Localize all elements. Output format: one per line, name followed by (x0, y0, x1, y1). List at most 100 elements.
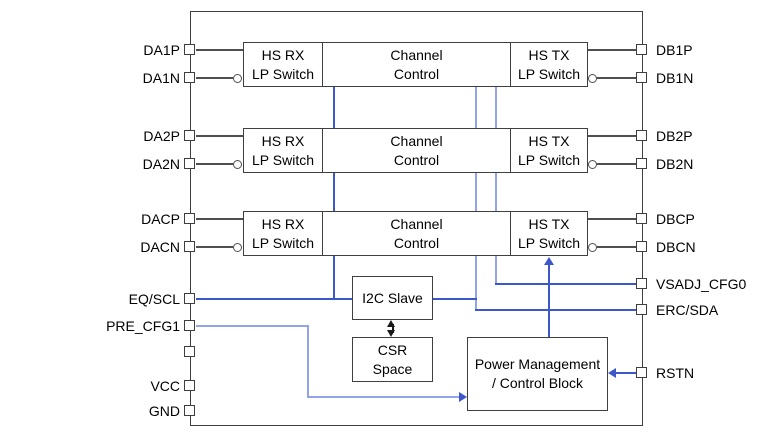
inversion-bubble-da1n (233, 73, 242, 83)
hs-tx-block-3: HS TX LP Switch (510, 211, 588, 256)
block-label: HS RX (261, 132, 305, 149)
pin-label-dbcp: DBCP (656, 211, 695, 227)
pin-db1p (636, 44, 647, 55)
pin-label-db2p: DB2P (656, 128, 693, 144)
inversion-bubble-dbcn (588, 242, 597, 252)
wire-scl-bus-seg2 (333, 173, 335, 211)
block-label: HS TX (528, 46, 570, 63)
i2c-slave-block: I2C Slave (352, 276, 433, 320)
pin-da1p (184, 44, 195, 55)
pin-label-dbcn: DBCN (656, 239, 696, 255)
pin-label-erc-sda: ERC/SDA (656, 302, 719, 318)
wire-vsadj-bus-seg3 (495, 256, 497, 285)
inversion-bubble-da2n (233, 159, 242, 169)
wire-da1p (196, 49, 243, 51)
wire-pre-cfg1-v (307, 325, 309, 397)
block-label: LP Switch (252, 234, 314, 251)
block-label: CSR (377, 341, 408, 358)
block-label: LP Switch (518, 234, 580, 251)
block-label: Space (372, 360, 413, 377)
hs-rx-block-1: HS RX LP Switch (243, 42, 323, 87)
pin-label-da2n: DA2N (142, 156, 180, 172)
pin-label-dacp: DACP (141, 211, 180, 227)
pin-label-db1n: DB1N (656, 70, 694, 86)
channel-control-block-1: Channel Control (322, 42, 511, 87)
pin-dbcn (636, 241, 647, 252)
inversion-bubble-dacn (233, 242, 242, 252)
wire-db1p (588, 49, 636, 51)
wire-pre-cfg1-h1 (196, 325, 309, 327)
arrowhead-into-i2c (387, 320, 395, 327)
pin-da1n (184, 72, 195, 83)
pin-label-dacn: DACN (140, 239, 180, 255)
wire-erc-sda (475, 309, 636, 311)
pin-label-pre-cfg1: PRE_CFG1 (106, 318, 180, 334)
pin-db2n (636, 158, 647, 169)
arrowhead-into-pm-left (459, 392, 467, 402)
block-label: / Control Block (491, 375, 584, 391)
wire-scl-bus-seg1 (333, 87, 335, 128)
arrowhead-into-pm-right (608, 368, 616, 378)
wire-da2n (196, 163, 233, 165)
arrowhead-into-hstx (544, 257, 554, 265)
pin-label-db1p: DB1P (656, 42, 693, 58)
pin-label-vsadj-cfg0: VSADJ_CFG0 (656, 276, 747, 292)
wire-sda-bus-seg1 (475, 87, 477, 128)
wire-eq-scl (196, 298, 352, 300)
wire-dbcn (597, 246, 636, 248)
block-label: HS RX (261, 215, 305, 232)
pin-label-vcc: VCC (150, 378, 180, 394)
pin-vcc (184, 380, 195, 391)
block-label: LP Switch (252, 65, 314, 82)
block-label: Power Management (474, 356, 601, 372)
pin-dbcp (636, 213, 647, 224)
block-label: Channel (390, 46, 443, 63)
pin-unlabeled (184, 346, 195, 357)
pin-vsadj-cfg0 (636, 278, 647, 289)
pin-da2n (184, 158, 195, 169)
wire-vsadj-cfg0 (495, 283, 636, 285)
inversion-bubble-db2n (588, 159, 597, 169)
pin-label-db2n: DB2N (656, 156, 694, 172)
pin-label-da2p: DA2P (143, 128, 180, 144)
wire-sda-bus-seg2 (475, 173, 477, 211)
pin-label-da1p: DA1P (143, 42, 180, 58)
pin-label-gnd: GND (148, 403, 180, 419)
wire-vsadj-bus-seg2 (495, 173, 497, 211)
channel-control-block-2: Channel Control (322, 128, 511, 173)
wire-scl-bus-seg3 (333, 256, 335, 300)
pin-erc-sda (636, 304, 647, 315)
block-label: LP Switch (252, 151, 314, 168)
hs-tx-block-1: HS TX LP Switch (510, 42, 588, 87)
block-label: I2C Slave (362, 289, 423, 306)
block-label: HS RX (261, 46, 305, 63)
power-management-block: Power Management / Control Block (467, 337, 608, 411)
wire-da2p (196, 135, 243, 137)
block-label: HS TX (528, 215, 570, 232)
pin-label-eq-scl: EQ/SCL (128, 291, 180, 307)
wire-db2p (588, 135, 636, 137)
block-label: Control (393, 234, 440, 251)
wire-dbcp (588, 218, 636, 220)
block-label: Control (393, 65, 440, 82)
wire-vsadj-bus-seg1 (495, 87, 497, 128)
wire-i2c-to-sda-bus (433, 298, 477, 300)
wire-i2c-csr (391, 324, 394, 333)
hs-rx-block-3: HS RX LP Switch (243, 211, 323, 256)
pin-da2p (184, 130, 195, 141)
channel-control-block-3: Channel Control (322, 211, 511, 256)
block-label: LP Switch (518, 151, 580, 168)
block-label: HS TX (528, 132, 570, 149)
pin-label-rstn: RSTN (656, 365, 695, 381)
pin-gnd (184, 405, 195, 416)
pin-rstn (636, 367, 647, 378)
pin-dacp (184, 213, 195, 224)
pin-eq-scl (184, 293, 195, 304)
pin-db1n (636, 72, 647, 83)
wire-db2n (597, 163, 636, 165)
wire-rstn (615, 372, 636, 374)
arrowhead-into-csr (387, 330, 395, 337)
pin-dacn (184, 241, 195, 252)
pin-label-da1n: DA1N (142, 70, 180, 86)
